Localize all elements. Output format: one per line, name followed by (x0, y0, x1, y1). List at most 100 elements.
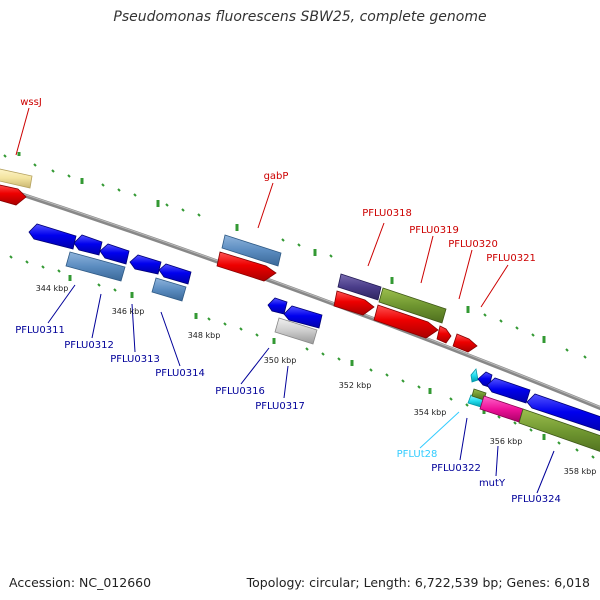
tick (321, 352, 325, 356)
tick (305, 347, 309, 351)
gene-label-PFLU0311[interactable]: PFLU0311 (15, 325, 65, 336)
feature-PFLU0319-gene (373, 304, 439, 339)
scale-label: 354 kbp (414, 408, 447, 417)
gene-label-PFLU0320[interactable]: PFLU0320 (448, 239, 498, 250)
gene-label-PFLU0316[interactable]: PFLU0316 (215, 386, 265, 397)
leader-mutY (495, 445, 499, 477)
tick (9, 255, 13, 259)
gene-label-PFLU0312[interactable]: PFLU0312 (64, 340, 114, 351)
gene-label-PFLUt28[interactable]: PFLUt28 (397, 449, 438, 460)
tick (181, 208, 185, 212)
tick (165, 203, 169, 207)
genome-summary-text: Topology: circular; Length: 6,722,539 bp… (246, 575, 590, 590)
tick (401, 379, 405, 383)
tick (3, 154, 7, 158)
inner-tick-row (9, 255, 595, 459)
leader-PFLUt28 (419, 411, 460, 449)
outer-tick-row (3, 152, 587, 359)
genome-backbone-highlight (0, 185, 600, 408)
gene-label-PFLU0318[interactable]: PFLU0318 (362, 208, 412, 219)
gene-label-mutY[interactable]: mutY (479, 478, 506, 489)
tick (483, 313, 487, 317)
tick (97, 283, 101, 287)
tick (515, 326, 519, 330)
feature-gabP-misc (221, 234, 282, 267)
feature-PFLU0318-misc (337, 273, 382, 301)
gene-label-wssJ[interactable]: wssJ (20, 97, 42, 108)
scale-label: 344 kbp (36, 284, 69, 293)
scale-label: 356 kbp (490, 437, 523, 446)
tick (255, 333, 259, 337)
scale-label: 350 kbp (264, 356, 297, 365)
leader-PFLU0318 (367, 222, 385, 267)
gene-label-PFLU0324[interactable]: PFLU0324 (511, 494, 561, 505)
gene-label-PFLU0313[interactable]: PFLU0313 (110, 354, 160, 365)
tick (101, 183, 105, 187)
tick (575, 448, 579, 452)
leader-PFLU0321 (480, 264, 509, 308)
tick (207, 317, 211, 321)
feature-PFLU0317-misc (274, 317, 318, 345)
feature-PFLU0313-gene (99, 243, 130, 265)
gene-label-gabP[interactable]: gabP (264, 171, 289, 182)
reverse-features (28, 223, 600, 452)
feature-PFLU0311 (28, 223, 77, 250)
leader-PFLU0313 (131, 303, 136, 353)
tick (497, 415, 501, 419)
tick (565, 348, 569, 352)
tick (513, 421, 517, 425)
tick (41, 265, 45, 269)
forward-gene-labels: wssJ gabP PFLU0318 PFLU0319 PFLU0320 PFL… (20, 97, 536, 264)
tick (531, 333, 535, 337)
leader-wssJ (15, 107, 30, 156)
feature-PFLU0314-gene (129, 254, 162, 275)
feature-PFLU0320-gene (436, 325, 452, 344)
tick (329, 254, 333, 258)
feature-PFLU0318-gene (333, 290, 375, 316)
tick (113, 288, 117, 292)
tick (369, 368, 373, 372)
scale-label: 352 kbp (339, 381, 372, 390)
feature-wssJ-misc (0, 168, 33, 189)
tick (25, 260, 29, 264)
reverse-gene-labels: PFLU0311 PFLU0312 PFLU0313 PFLU0314 PFLU… (15, 325, 561, 505)
tick (117, 188, 121, 192)
gene-label-PFLU0321[interactable]: PFLU0321 (486, 253, 536, 264)
leader-PFLU0316 (240, 347, 270, 385)
forward-leader-lines (15, 107, 509, 308)
leader-PFLU0322 (459, 417, 468, 461)
leader-PFLU0320 (458, 249, 473, 300)
gene-label-PFLU0317[interactable]: PFLU0317 (255, 401, 305, 412)
map-title: Pseudomonas fluorescens SBW25, complete … (113, 9, 487, 25)
feature-PFLU0324-misc (518, 408, 600, 452)
feature-gabP-gene (216, 251, 277, 282)
tick (223, 322, 227, 326)
accession-text: Accession: NC_012660 (9, 575, 152, 590)
tick (197, 213, 201, 217)
tick (67, 174, 71, 178)
tick (239, 327, 243, 331)
gene-label-PFLU0322[interactable]: PFLU0322 (431, 463, 481, 474)
tick (337, 357, 341, 361)
tick (417, 385, 421, 389)
gene-label-PFLU0314[interactable]: PFLU0314 (155, 368, 205, 379)
reverse-leader-lines (47, 284, 555, 494)
tick (281, 238, 285, 242)
leader-PFLU0324 (536, 450, 555, 494)
scale-labels: 344 kbp 346 kbp 348 kbp 350 kbp 352 kbp … (36, 284, 597, 476)
leader-PFLU0312 (91, 293, 102, 339)
scale-label: 358 kbp (564, 467, 597, 476)
feature-PFLUt28-trna (470, 368, 479, 383)
tick (583, 355, 587, 359)
scale-label: 346 kbp (112, 307, 145, 316)
feature-PFLU0319-misc (378, 287, 447, 324)
gene-label-PFLU0319[interactable]: PFLU0319 (409, 225, 459, 236)
leader-PFLU0314 (160, 311, 181, 367)
feature-PFLU0324-gene (526, 393, 600, 432)
feature-mutY-gene (486, 377, 531, 404)
leader-PFLU0311 (47, 284, 76, 324)
tick (297, 243, 301, 247)
feature-PFLU0314-misc (151, 277, 187, 302)
